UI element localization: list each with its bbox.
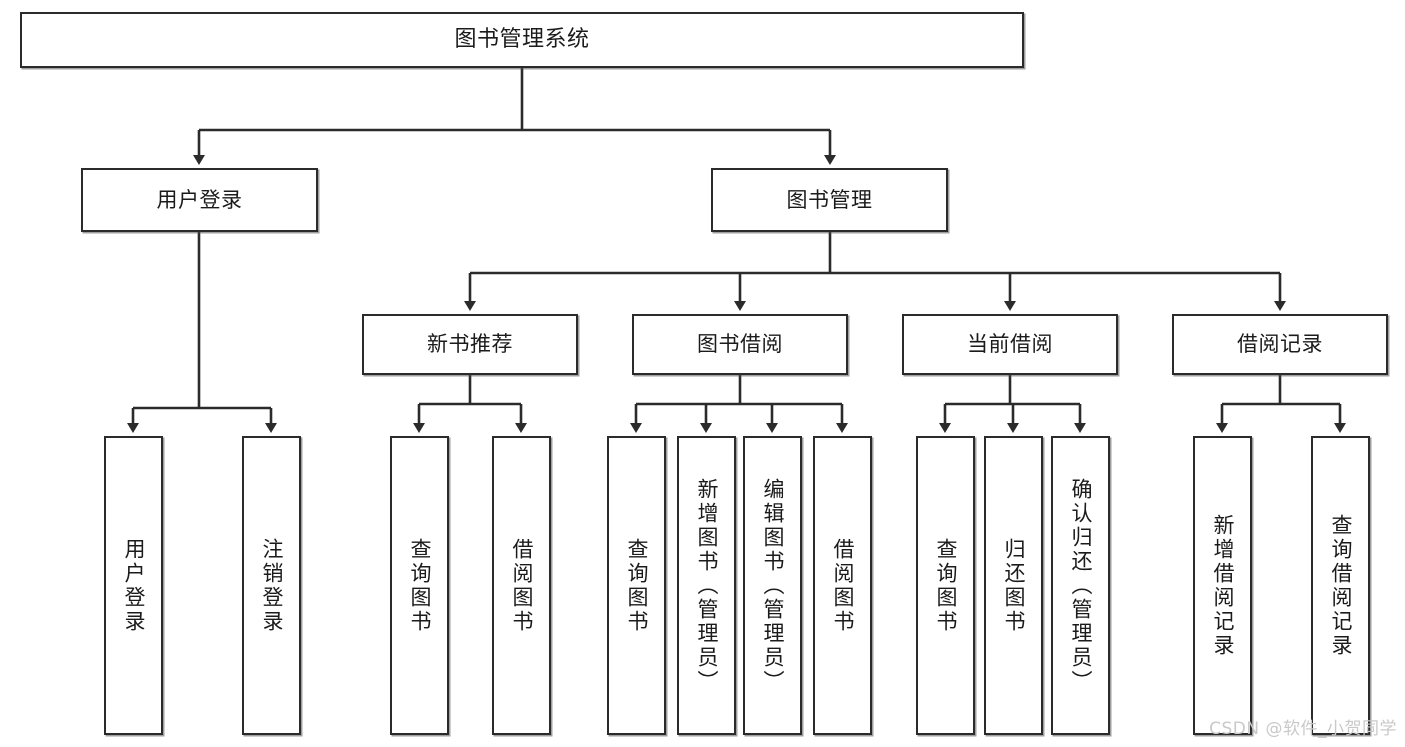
node-leaf-borrow-book-1[interactable]: 借阅图书: [492, 436, 551, 735]
node-leaf-query-book-2[interactable]: 查询图书: [607, 436, 666, 735]
node-label: 图书管理系统: [454, 27, 590, 53]
watermark-text: CSDN @软件_小贺同学: [1209, 719, 1397, 739]
node-book-borrow[interactable]: 图书借阅: [632, 314, 848, 375]
node-label: 编辑图书（管理员）: [761, 477, 785, 694]
node-current-borrow[interactable]: 当前借阅: [902, 314, 1118, 375]
node-label: 借阅图书: [510, 537, 534, 634]
node-label: 用户登录: [156, 187, 243, 212]
node-leaf-query-book-3[interactable]: 查询图书: [916, 436, 975, 735]
node-label: 确认归还（管理员）: [1069, 477, 1093, 694]
node-leaf-query-book-1[interactable]: 查询图书: [390, 436, 449, 735]
node-label: 新增借阅记录: [1211, 513, 1235, 658]
node-leaf-query-record[interactable]: 查询借阅记录: [1311, 436, 1370, 735]
node-label: 新增图书（管理员）: [695, 477, 719, 694]
node-label: 当前借阅: [967, 332, 1053, 357]
node-leaf-user-logout[interactable]: 注销登录: [242, 436, 301, 735]
node-label: 借阅图书: [831, 537, 855, 634]
node-label: 查询图书: [408, 537, 432, 634]
node-label: 图书管理: [786, 187, 873, 212]
node-book-management[interactable]: 图书管理: [711, 168, 948, 232]
node-leaf-edit-book[interactable]: 编辑图书（管理员）: [743, 436, 802, 735]
node-label: 用户登录: [122, 537, 146, 634]
node-root-book-management-system[interactable]: 图书管理系统: [20, 12, 1024, 68]
node-leaf-borrow-book-2[interactable]: 借阅图书: [813, 436, 872, 735]
node-leaf-user-login[interactable]: 用户登录: [104, 436, 163, 735]
node-label: 注销登录: [260, 537, 284, 634]
node-label: 图书借阅: [697, 332, 783, 357]
node-leaf-confirm-return[interactable]: 确认归还（管理员）: [1051, 436, 1110, 735]
node-leaf-return-book[interactable]: 归还图书: [984, 436, 1043, 735]
node-leaf-add-book[interactable]: 新增图书（管理员）: [677, 436, 736, 735]
node-label: 查询借阅记录: [1329, 513, 1353, 658]
node-leaf-add-record[interactable]: 新增借阅记录: [1193, 436, 1252, 735]
node-user-login[interactable]: 用户登录: [81, 168, 318, 232]
node-label: 查询图书: [934, 537, 958, 634]
node-label: 归还图书: [1002, 537, 1026, 634]
node-borrow-record[interactable]: 借阅记录: [1172, 314, 1388, 375]
node-label: 新书推荐: [427, 332, 513, 357]
node-new-book-recommend[interactable]: 新书推荐: [362, 314, 578, 375]
node-label: 借阅记录: [1237, 332, 1323, 357]
node-label: 查询图书: [625, 537, 649, 634]
